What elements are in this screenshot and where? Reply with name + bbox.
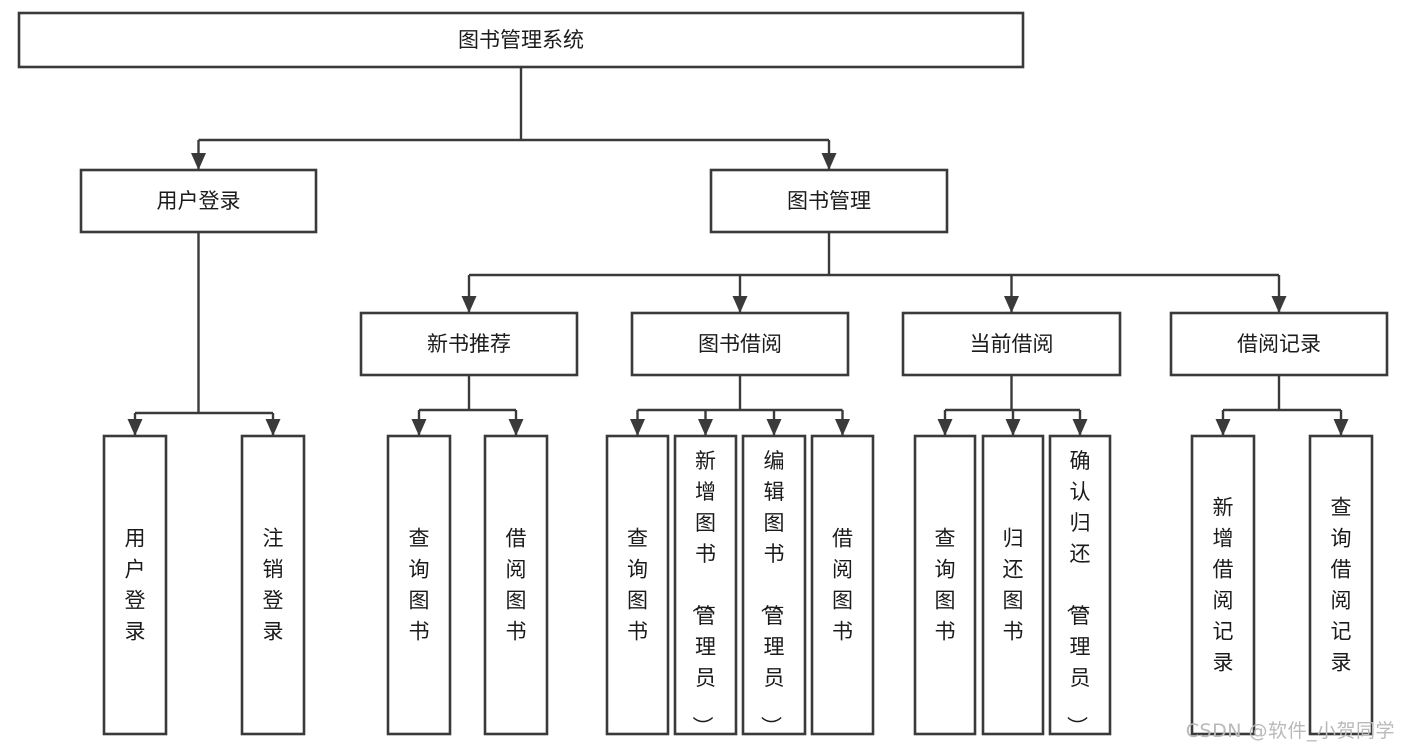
node-label-recommend-query-book: 查询图书 <box>409 526 430 643</box>
node-recommend-borrow-book[interactable]: 借阅图书 <box>483 434 549 736</box>
node-box-root <box>17 11 1025 69</box>
node-label-current-query-book: 查询图书 <box>935 526 956 643</box>
node-book-borrow[interactable]: 图书借阅 <box>630 311 850 377</box>
node-borrow-query-book[interactable]: 查询图书 <box>605 434 670 736</box>
node-user-login[interactable]: 用户登录 <box>79 168 318 234</box>
arrow-head-icon <box>630 419 645 436</box>
node-box-borrow-edit-book <box>741 434 807 736</box>
node-root[interactable]: 图书管理系统 <box>17 11 1025 69</box>
node-borrow-lend-book[interactable]: 借阅图书 <box>810 434 875 736</box>
node-box-recommend-borrow-book <box>483 434 549 736</box>
node-box-borrow-query-book <box>605 434 670 736</box>
arrow-head-icon <box>937 419 953 436</box>
node-label-current-confirm-return: 确认归还（管理员） <box>1065 449 1091 737</box>
node-box-user-login-do <box>102 434 168 736</box>
node-label-recommend-borrow-book: 借阅图书 <box>506 526 527 643</box>
arrow-head-icon <box>127 419 143 436</box>
node-record-add[interactable]: 新增借阅记录 <box>1190 434 1256 736</box>
node-label-borrow-lend-book: 借阅图书 <box>832 526 853 643</box>
node-user-login-do[interactable]: 用户登录 <box>102 434 168 736</box>
node-label-borrow-add-book: 新增图书（管理员） <box>690 449 716 737</box>
node-label-book-manage: 图书管理 <box>787 189 871 213</box>
node-borrow-add-book[interactable]: 新增图书（管理员） <box>673 434 738 737</box>
arrow-head-icon <box>732 296 748 313</box>
node-box-current-return-book <box>981 434 1045 736</box>
arrow-head-icon <box>821 153 837 170</box>
arrow-head-icon <box>191 153 206 170</box>
arrow-head-icon <box>835 419 850 436</box>
node-label-borrow-query-book: 查询图书 <box>627 526 648 643</box>
node-label-current-return-book: 归还图书 <box>1003 526 1024 643</box>
node-label-record-query: 查询借阅记录 <box>1331 495 1352 674</box>
node-current-borrow[interactable]: 当前借阅 <box>901 311 1122 377</box>
node-box-borrow-lend-book <box>810 434 875 736</box>
node-record-query[interactable]: 查询借阅记录 <box>1308 434 1374 736</box>
node-box-book-borrow <box>630 311 850 377</box>
watermark-text: CSDN @软件_小贺同学 <box>1185 720 1395 742</box>
node-book-manage[interactable]: 图书管理 <box>709 168 949 234</box>
node-box-record-query <box>1308 434 1374 736</box>
node-current-query-book[interactable]: 查询图书 <box>913 434 977 736</box>
node-borrow-edit-book[interactable]: 编辑图书（管理员） <box>741 434 807 737</box>
arrow-head-icon <box>1005 419 1021 436</box>
node-user-logout[interactable]: 注销登录 <box>240 434 306 736</box>
arrow-head-icon <box>1215 419 1231 436</box>
node-box-current-borrow <box>901 311 1122 377</box>
arrow-head-icon <box>1271 296 1287 313</box>
node-recommend-query-book[interactable]: 查询图书 <box>386 434 452 736</box>
arrow-head-icon <box>766 419 782 436</box>
node-current-confirm-return[interactable]: 确认归还（管理员） <box>1048 434 1112 737</box>
node-box-borrow-add-book <box>673 434 738 736</box>
arrow-head-icon <box>1072 419 1088 436</box>
arrow-head-icon <box>411 419 427 436</box>
node-box-book-manage <box>709 168 949 234</box>
node-new-book-recommend[interactable]: 新书推荐 <box>359 311 579 377</box>
node-box-recommend-query-book <box>386 434 452 736</box>
arrow-head-icon <box>265 419 281 436</box>
node-label-user-login: 用户登录 <box>157 189 241 213</box>
node-box-borrow-record <box>1169 311 1389 377</box>
node-current-return-book[interactable]: 归还图书 <box>981 434 1045 736</box>
arrow-head-icon <box>1004 296 1019 313</box>
node-label-borrow-record: 借阅记录 <box>1237 332 1321 356</box>
node-box-current-confirm-return <box>1048 434 1112 736</box>
node-label-record-add: 新增借阅记录 <box>1213 495 1234 674</box>
node-label-user-login-do: 用户登录 <box>125 526 146 643</box>
node-label-user-logout: 注销登录 <box>263 526 284 643</box>
node-label-borrow-edit-book: 编辑图书（管理员） <box>759 449 785 737</box>
node-label-current-borrow: 当前借阅 <box>970 332 1054 356</box>
node-box-user-logout <box>240 434 306 736</box>
node-label-book-borrow: 图书借阅 <box>698 332 782 356</box>
arrow-head-icon <box>698 419 713 436</box>
node-box-record-add <box>1190 434 1256 736</box>
arrow-head-icon <box>1333 419 1349 436</box>
arrow-head-icon <box>508 419 524 436</box>
node-box-current-query-book <box>913 434 977 736</box>
node-label-new-book-recommend: 新书推荐 <box>427 332 511 356</box>
node-borrow-record[interactable]: 借阅记录 <box>1169 311 1389 377</box>
node-label-root: 图书管理系统 <box>458 28 584 52</box>
arrow-head-icon <box>461 296 477 313</box>
